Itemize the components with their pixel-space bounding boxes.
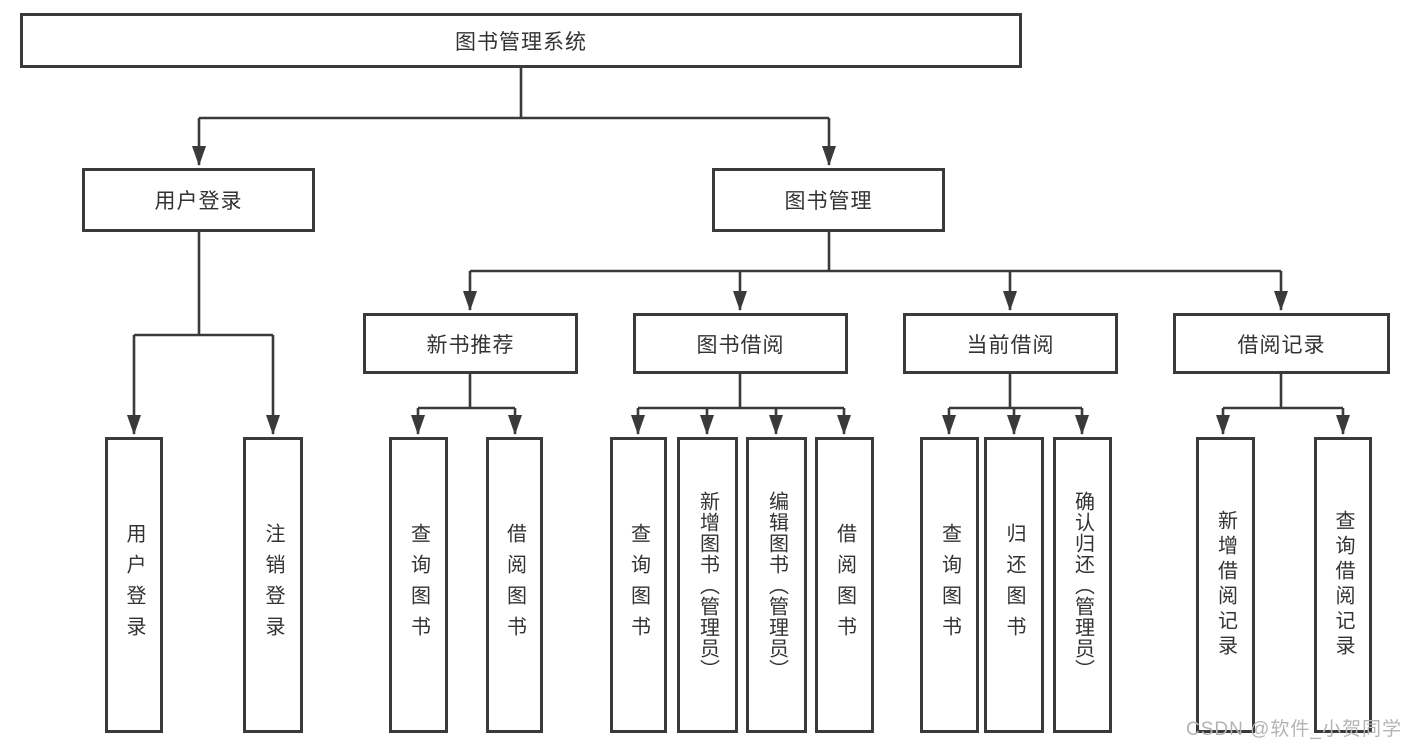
node-borrow-records: 借阅记录 — [1173, 313, 1390, 374]
node-book-management-label: 图书管理 — [784, 190, 873, 213]
leaf-logout-label: 注销登录 — [262, 523, 284, 647]
leaf-return-books-label: 归还图书 — [1003, 523, 1025, 647]
leaf-confirm-return-admin-label: 确认归还（管理员） — [1071, 490, 1094, 680]
leaf-recommend-borrow-books: 借阅图书 — [486, 437, 543, 733]
node-root-label: 图书管理系统 — [455, 30, 587, 54]
leaf-return-books: 归还图书 — [984, 437, 1044, 733]
node-user-login-label: 用户登录 — [154, 190, 243, 213]
leaf-user-login-label: 用户登录 — [123, 523, 145, 647]
leaf-recommend-borrow-books-label: 借阅图书 — [503, 523, 526, 647]
leaf-add-books-admin: 新增图书（管理员） — [677, 437, 738, 733]
node-current-borrow-label: 当前借阅 — [966, 333, 1055, 357]
leaf-add-borrow-record-label: 新增借阅记录 — [1214, 510, 1237, 660]
node-book-management: 图书管理 — [712, 168, 945, 232]
leaf-edit-books-admin: 编辑图书（管理员） — [746, 437, 807, 733]
node-book-borrow: 图书借阅 — [633, 313, 848, 374]
leaf-user-login: 用户登录 — [105, 437, 163, 733]
node-new-book-recommend-label: 新书推荐 — [426, 333, 515, 357]
leaf-borrow-query-books-label: 查询图书 — [627, 523, 650, 647]
node-book-borrow-label: 图书借阅 — [696, 333, 785, 357]
leaf-recommend-query-books-label: 查询图书 — [407, 523, 430, 647]
leaf-borrow-books: 借阅图书 — [815, 437, 874, 733]
node-borrow-records-label: 借阅记录 — [1237, 333, 1326, 357]
node-current-borrow: 当前借阅 — [903, 313, 1118, 374]
leaf-borrow-books-label: 借阅图书 — [833, 523, 856, 647]
leaf-edit-books-admin-label: 编辑图书（管理员） — [765, 490, 788, 680]
leaf-recommend-query-books: 查询图书 — [389, 437, 448, 733]
node-root-system: 图书管理系统 — [20, 13, 1022, 68]
leaf-query-borrow-record-label: 查询借阅记录 — [1332, 510, 1354, 660]
leaf-logout: 注销登录 — [243, 437, 303, 733]
leaf-add-borrow-record: 新增借阅记录 — [1196, 437, 1255, 733]
csdn-watermark: CSDN @软件_小贺同学 — [1186, 719, 1402, 740]
leaf-confirm-return-admin: 确认归还（管理员） — [1053, 437, 1112, 733]
node-new-book-recommend: 新书推荐 — [363, 313, 578, 374]
leaf-query-borrow-record: 查询借阅记录 — [1314, 437, 1372, 733]
leaf-borrow-query-books: 查询图书 — [610, 437, 667, 733]
leaf-current-query-books: 查询图书 — [920, 437, 979, 733]
leaf-add-books-admin-label: 新增图书（管理员） — [696, 490, 719, 680]
leaf-current-query-books-label: 查询图书 — [938, 523, 961, 647]
node-user-login: 用户登录 — [82, 168, 315, 232]
